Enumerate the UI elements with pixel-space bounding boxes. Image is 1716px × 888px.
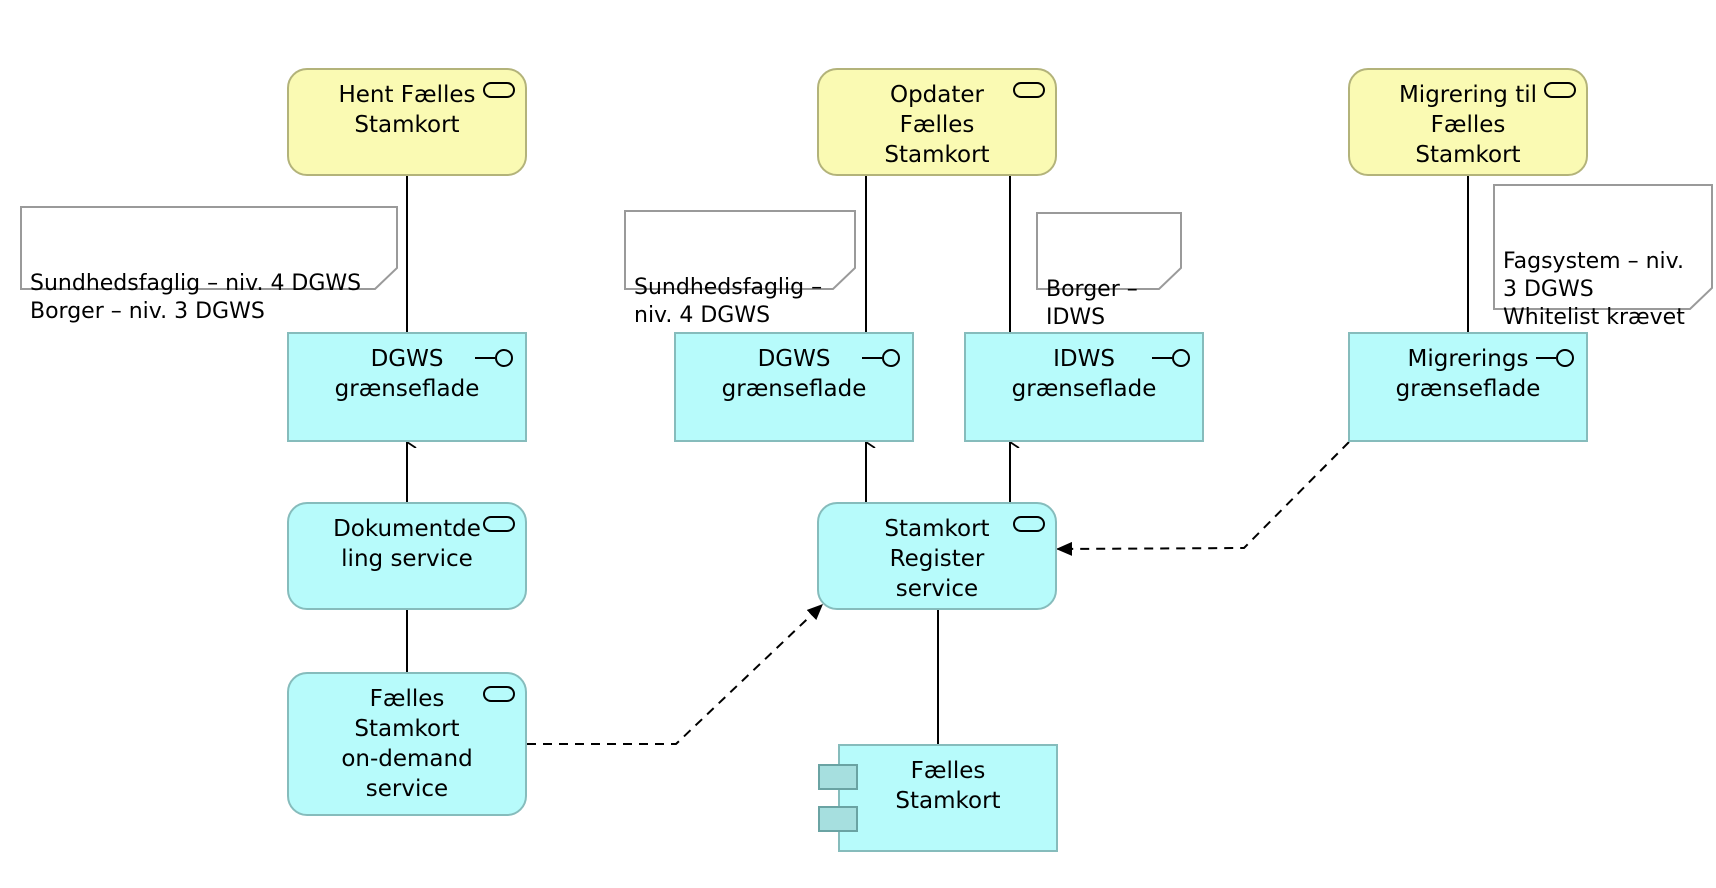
component-icon-bottom bbox=[818, 806, 858, 832]
note-text: Sundhedsfaglig – niv. 4 DGWS bbox=[634, 275, 823, 328]
note-opdater-idws-security: Borger – IDWS bbox=[1036, 212, 1182, 330]
node-label: Dokumentde ling service bbox=[333, 516, 481, 572]
note-text: Borger – IDWS bbox=[1046, 277, 1138, 330]
business-service-migrering[interactable]: Migrering til Fælles Stamkort bbox=[1348, 68, 1588, 176]
node-label: Fælles Stamkort on-demand service bbox=[341, 686, 473, 802]
business-service-hent[interactable]: Hent Fælles Stamkort bbox=[287, 68, 527, 176]
note-opdater-dgws-security: Sundhedsfaglig – niv. 4 DGWS bbox=[624, 210, 856, 328]
business-service-opdater[interactable]: Opdater Fælles Stamkort bbox=[817, 68, 1057, 176]
service-icon bbox=[1013, 82, 1045, 98]
app-service-dokumentdeling[interactable]: Dokumentde ling service bbox=[287, 502, 527, 610]
service-icon bbox=[1544, 82, 1576, 98]
node-label: Fælles Stamkort bbox=[895, 758, 1001, 814]
note-text: Sundhedsfaglig – niv. 4 DGWS Borger – ni… bbox=[30, 271, 362, 324]
service-icon bbox=[1013, 516, 1045, 532]
node-label: DGWS grænseflade bbox=[334, 346, 480, 402]
app-service-stamkort-register[interactable]: Stamkort Register service bbox=[817, 502, 1057, 610]
interface-icon bbox=[1152, 349, 1190, 367]
note-text: Fagsystem – niv. 3 DGWS Whitelist krævet bbox=[1503, 249, 1685, 330]
interface-icon bbox=[475, 349, 513, 367]
service-icon bbox=[483, 516, 515, 532]
interface-dgws-middle[interactable]: DGWS grænseflade bbox=[674, 332, 914, 442]
flow-ondemand-register bbox=[527, 603, 824, 745]
node-label: Migrering til Fælles Stamkort bbox=[1398, 82, 1538, 168]
node-label: Hent Fælles Stamkort bbox=[338, 82, 476, 138]
flow-migr-register bbox=[1055, 441, 1350, 556]
interface-icon bbox=[862, 349, 900, 367]
interface-migrering[interactable]: Migrerings grænseflade bbox=[1348, 332, 1588, 442]
app-service-ondemand[interactable]: Fælles Stamkort on-demand service bbox=[287, 672, 527, 816]
node-label: IDWS grænseflade bbox=[1011, 346, 1157, 402]
component-icon-top bbox=[818, 764, 858, 790]
interface-idws[interactable]: IDWS grænseflade bbox=[964, 332, 1204, 442]
interface-icon bbox=[1536, 349, 1574, 367]
service-icon bbox=[483, 686, 515, 702]
node-label: DGWS grænseflade bbox=[721, 346, 867, 402]
node-label: Opdater Fælles Stamkort bbox=[884, 82, 990, 168]
note-migrering-security: Fagsystem – niv. 3 DGWS Whitelist krævet bbox=[1493, 184, 1713, 330]
interface-dgws-left[interactable]: DGWS grænseflade bbox=[287, 332, 527, 442]
app-component-faelles-stamkort[interactable]: Fælles Stamkort bbox=[838, 744, 1058, 852]
node-label: Stamkort Register service bbox=[884, 516, 990, 602]
node-label: Migrerings grænseflade bbox=[1395, 346, 1541, 402]
note-hent-security: Sundhedsfaglig – niv. 4 DGWS Borger – ni… bbox=[20, 206, 398, 324]
service-icon bbox=[483, 82, 515, 98]
